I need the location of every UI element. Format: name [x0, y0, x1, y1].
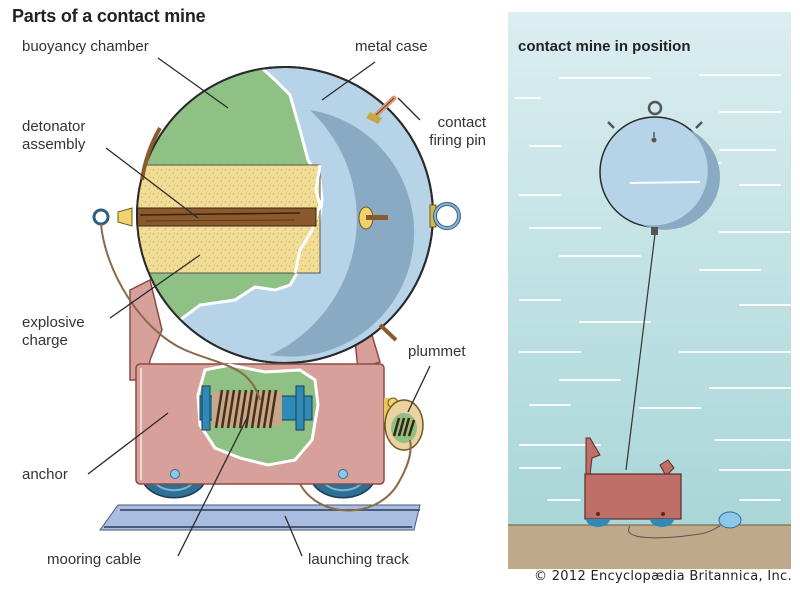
mooring-cable-spool	[212, 389, 282, 429]
inset-panel	[508, 12, 791, 569]
leader-contact-firing-pin	[397, 97, 421, 121]
label-detonator-assembly: detonator assembly	[22, 118, 86, 153]
leader-plummet	[407, 365, 431, 413]
inset-plummet	[627, 511, 742, 539]
lifting-ring-icon	[429, 202, 461, 230]
water-streaks	[514, 74, 791, 501]
anchor-wheel	[310, 481, 376, 499]
label-explosive-charge: explosive charge	[22, 314, 85, 349]
label-plummet: plummet	[408, 343, 466, 360]
contact-firing-pin	[366, 95, 397, 124]
leader-explosive-charge	[109, 254, 201, 319]
plummet	[384, 397, 424, 451]
inset-anchor	[584, 437, 682, 527]
contact-firing-pin	[378, 323, 398, 342]
leader-launching-track	[284, 515, 303, 557]
lifting-ring-icon	[92, 207, 133, 227]
label-mooring-cable: mooring cable	[47, 551, 142, 568]
anchor-wheel	[141, 481, 207, 499]
copyright-notice: © 2012 Encyclopædia Britannica, Inc.	[534, 569, 792, 584]
label-buoyancy-chamber: buoyancy chamber	[22, 38, 149, 55]
leader-buoyancy-chamber	[157, 57, 229, 109]
inset-mooring-cable	[625, 233, 656, 471]
diagram-title: Parts of a contact mine	[12, 6, 206, 26]
leader-mooring-cable	[177, 415, 249, 557]
leader-anchor	[87, 412, 169, 475]
inset-mine	[599, 100, 720, 235]
label-contact-firing-pin: contact firing pin	[429, 114, 486, 149]
detonator-assembly	[137, 207, 317, 227]
mooring-cable	[100, 223, 412, 512]
inset-title: contact mine in position	[518, 38, 691, 55]
anchor	[135, 363, 385, 485]
label-metal-case: metal case	[355, 38, 428, 55]
detonator-stub	[358, 206, 388, 230]
label-launching-track: launching track	[308, 551, 409, 568]
anchor-support	[129, 278, 381, 381]
leader-metal-case	[321, 61, 376, 101]
leader-detonator-assembly	[105, 147, 199, 219]
label-anchor: anchor	[22, 466, 68, 483]
leader-lines	[87, 57, 431, 557]
launching-track	[99, 504, 421, 531]
